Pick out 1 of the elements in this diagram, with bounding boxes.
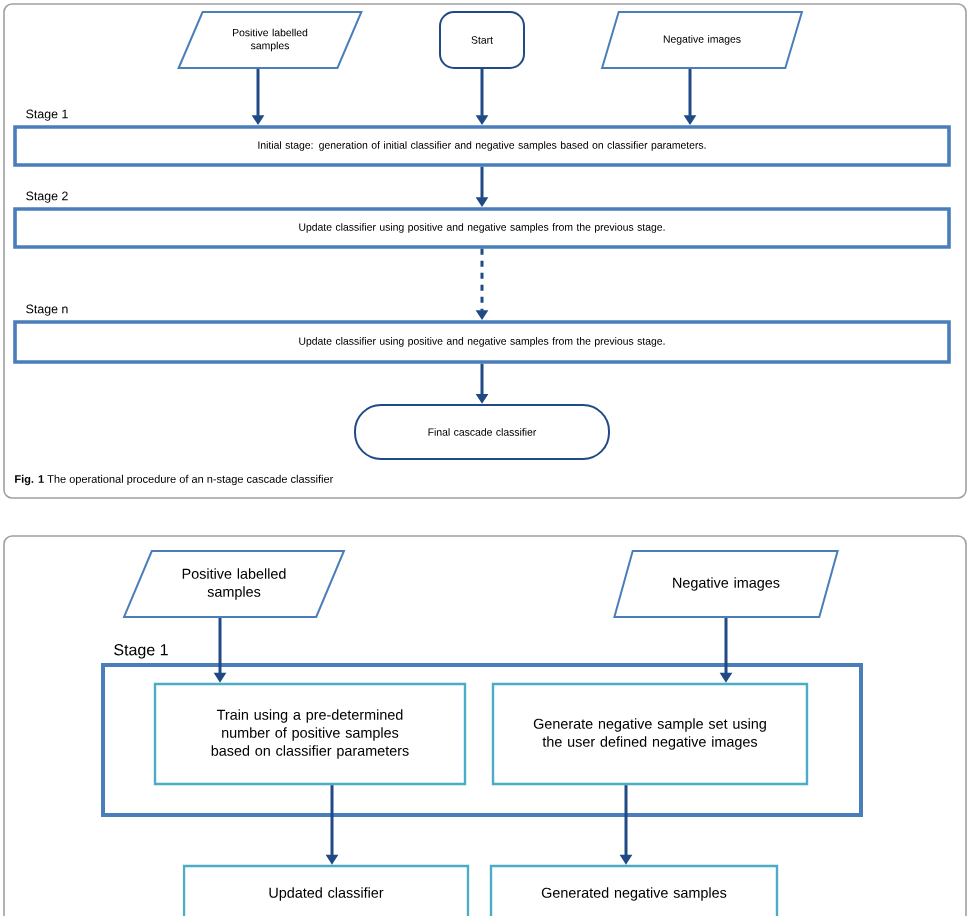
- node-label: Stage 1: [114, 644, 168, 659]
